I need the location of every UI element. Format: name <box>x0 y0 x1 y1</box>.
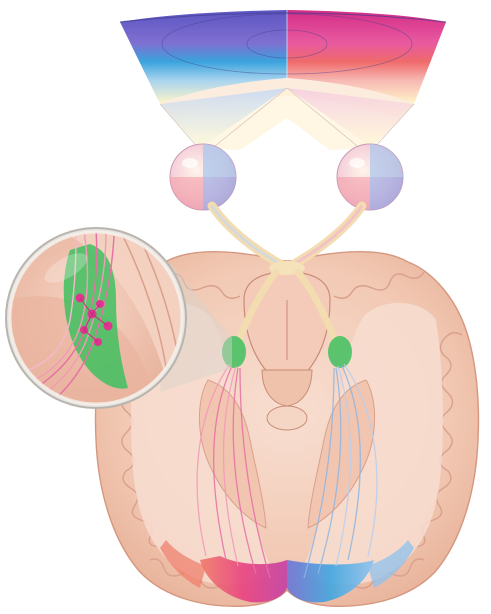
lgn-right <box>328 336 352 368</box>
ventricle-center <box>267 406 307 430</box>
eye-right-icon <box>337 144 403 210</box>
eye-left-icon <box>170 144 236 210</box>
